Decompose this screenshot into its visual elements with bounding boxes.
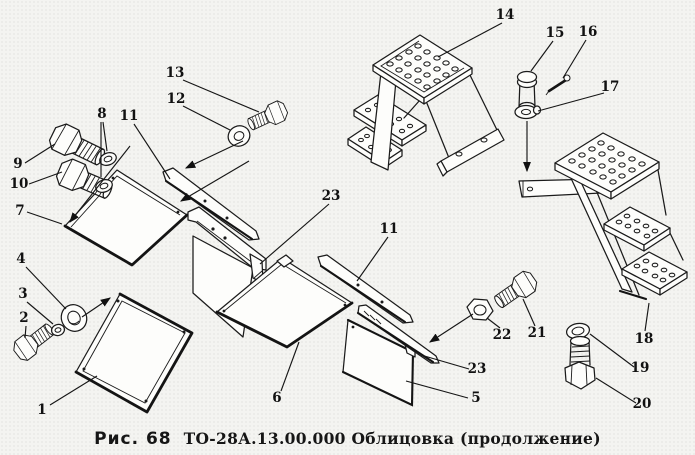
part-panel-6 [215, 254, 354, 349]
figure-suffix: (продолжение) [459, 429, 601, 448]
leader-line [405, 380, 469, 399]
leader-arrow [81, 297, 111, 318]
callout-6: 6 [272, 390, 281, 406]
callout-22: 22 [493, 327, 512, 343]
figure-code: ТО-28А.13.00.000 [183, 429, 346, 448]
callout-12: 12 [167, 91, 186, 107]
part-bolt-2 [9, 318, 59, 364]
leader-line [537, 92, 605, 112]
callout-3: 3 [18, 286, 27, 302]
part-washer-8b [95, 179, 113, 193]
figure-number: Рис. 68 [94, 429, 172, 449]
callout-4: 4 [16, 251, 25, 267]
leader-line [49, 375, 98, 406]
part-bolt-21 [490, 267, 541, 314]
callout-13: 13 [166, 65, 185, 81]
callout-10: 10 [10, 176, 29, 192]
callout-5: 5 [471, 390, 480, 406]
callout-17: 17 [601, 79, 620, 95]
leader-line [522, 298, 536, 327]
leader-line [595, 377, 637, 404]
leader-line [259, 203, 330, 265]
callout-23: 23 [468, 361, 487, 377]
leader-line [24, 325, 27, 339]
callout-20: 20 [633, 396, 652, 412]
leader-line [26, 211, 63, 225]
callout-7: 7 [15, 203, 24, 219]
callout-15: 15 [546, 25, 565, 41]
callout-1: 1 [37, 402, 46, 418]
part-support-bracket [187, 206, 267, 284]
callout-16: 16 [579, 24, 598, 40]
leader-line [486, 317, 501, 329]
leader-line [25, 266, 67, 310]
part-step-ladder-18 [518, 132, 688, 301]
leader-line [562, 39, 587, 79]
part-washer-3 [50, 323, 66, 337]
part-strip-23-lower [356, 304, 440, 364]
part-step-ladder-14 [347, 34, 505, 177]
leader-line [589, 333, 635, 368]
leader-line [420, 354, 470, 370]
part-washer-8a [99, 152, 117, 166]
leader-line [182, 79, 260, 113]
leader-arrow [180, 160, 250, 202]
leader-arrow [184, 140, 244, 169]
callout-19: 19 [631, 360, 650, 376]
part-nut-22 [466, 298, 494, 321]
callout-11: 11 [380, 221, 399, 237]
callout-11: 11 [120, 108, 139, 124]
leader-line [437, 22, 503, 58]
leader-line [182, 105, 231, 131]
leader-line [24, 143, 56, 164]
leader-line [280, 341, 300, 392]
part-washer-12 [227, 125, 251, 147]
part-washer-17 [514, 104, 542, 120]
leader-line [530, 40, 554, 72]
leader-line [644, 302, 650, 332]
leader-line [133, 123, 171, 180]
callout-8: 8 [97, 106, 106, 122]
part-cotter-pin-16 [545, 74, 571, 96]
figure-title: Облицовка [351, 429, 455, 448]
callout-2: 2 [19, 310, 28, 326]
leader-line [28, 171, 63, 185]
callout-14: 14 [496, 7, 515, 23]
part-panel-5 [341, 318, 416, 407]
leader-arrow [429, 313, 474, 343]
callout-18: 18 [635, 331, 654, 347]
callout-23: 23 [322, 188, 341, 204]
figure-caption: Рис. 68 ТО-28А.13.00.000 Облицовка (продо… [0, 429, 695, 449]
part-strip-11-center [317, 254, 414, 324]
leader-arrow [69, 145, 131, 223]
callout-21: 21 [528, 325, 547, 341]
leader-line [102, 121, 108, 152]
part-bolt-13 [244, 98, 291, 136]
callout-9: 9 [13, 156, 22, 172]
leader-line [26, 301, 54, 325]
part-strip-11-left [162, 167, 260, 241]
leader-line [356, 236, 389, 282]
part-panel-1 [74, 292, 194, 414]
part-bolt-20 [564, 335, 596, 390]
part-grommet-4 [60, 304, 88, 332]
